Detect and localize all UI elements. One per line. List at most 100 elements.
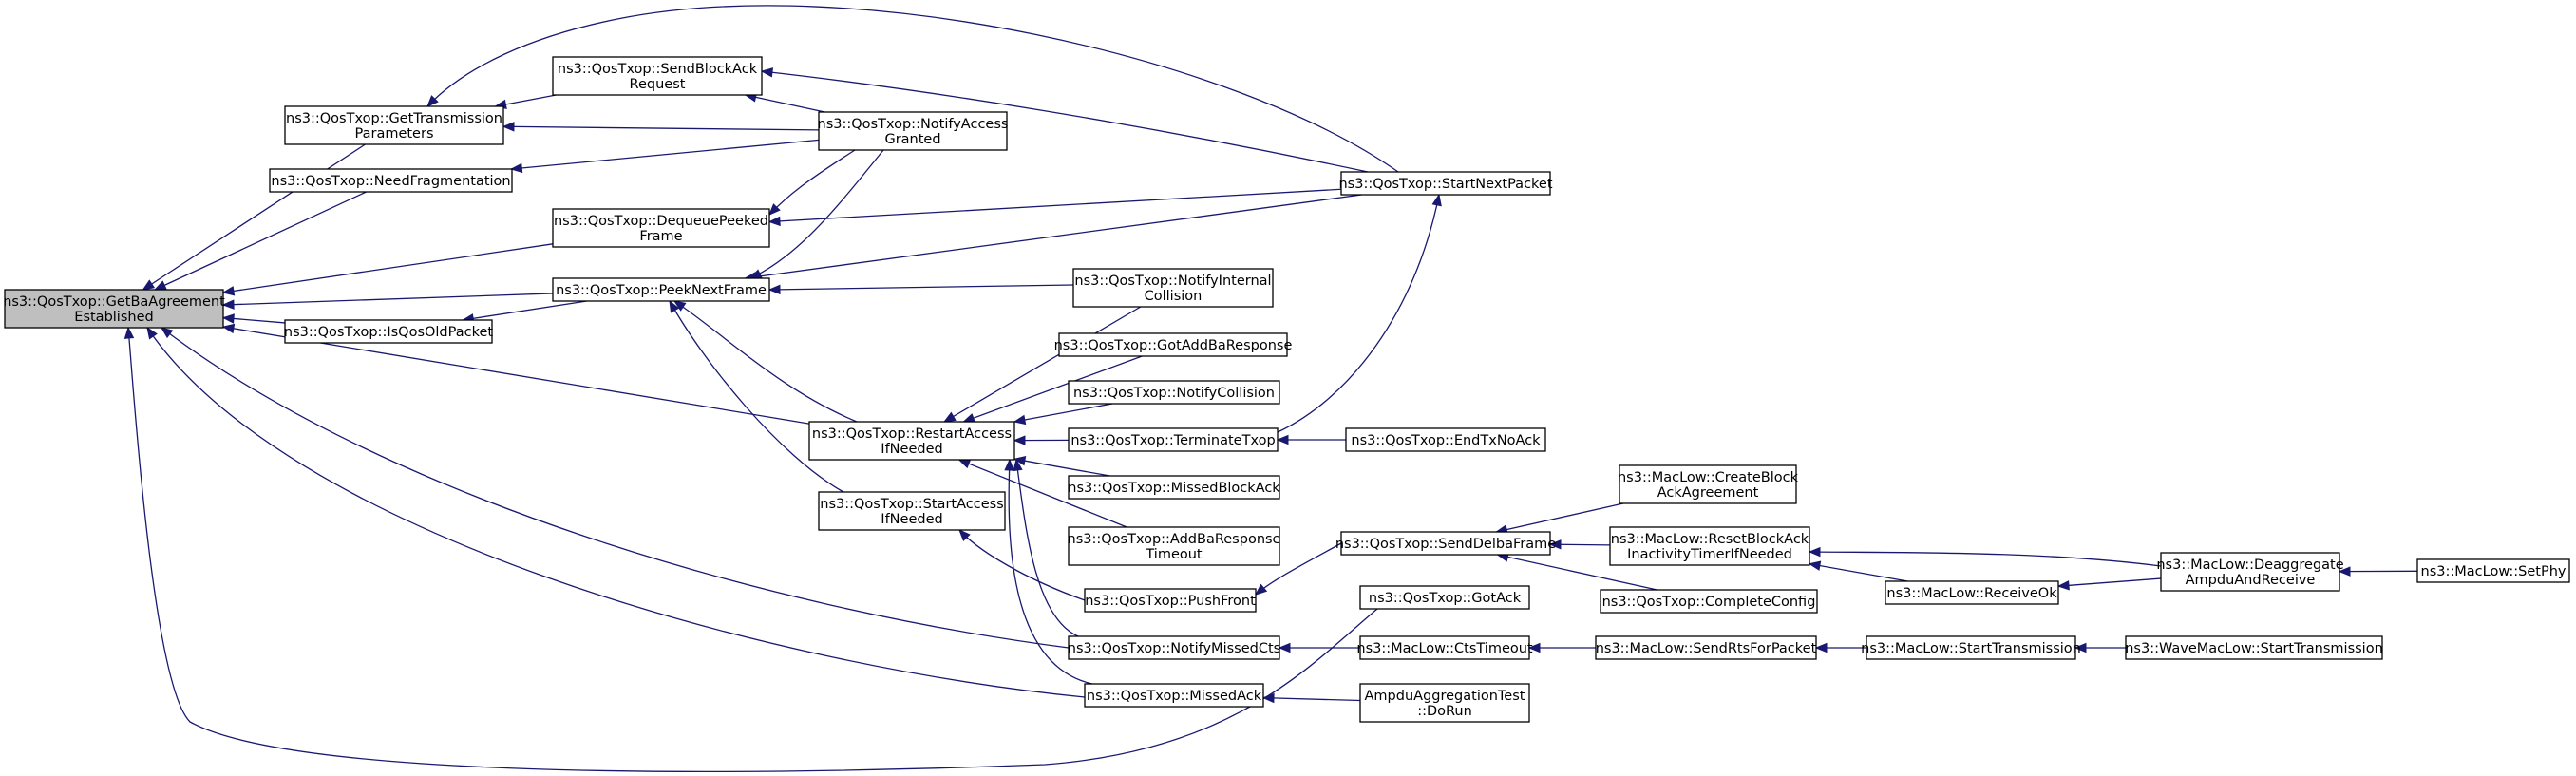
node-box [1609,526,1810,566]
node-label: ns3::QosTxop::PeekNextFrame [556,283,767,298]
edge-n7-to-n6 [744,92,825,113]
graph-node-n29[interactable]: ns3::MacLow::SendRtsForPacket [1595,635,1817,660]
edge-line [768,149,856,216]
node-box [1595,635,1817,660]
graph-node-n32[interactable]: ns3::MacLow::SetPhy [2416,558,2570,583]
arrowhead [760,67,774,78]
edge-line [958,459,1127,528]
node-label: ns3::MacLow::SetPhy [2421,564,2567,579]
edge-n26-to-n21 [1548,539,1611,550]
node-box [269,168,513,193]
arrowhead [1814,642,1828,653]
node-label: ns3::QosTxop::GotAck [1369,591,1522,606]
arrowhead [221,323,236,334]
node-label: Established [74,310,153,325]
graph-node-n4[interactable]: ns3::QosTxop::PeekNextFrame [552,277,770,302]
graph-node-n13[interactable]: ns3::QosTxop::NotifyCollision [1068,380,1280,405]
node-label: ns3::QosTxop::IsQosOldPacket [284,325,493,340]
graph-node-n28[interactable]: ns3::MacLow::ReceiveOk [1885,580,2059,605]
edge-n15-to-n9 [1013,456,1110,477]
edge-n11-to-n4 [767,284,1074,295]
graph-node-n14[interactable]: ns3::QosTxop::TerminateTxop [1068,427,1279,452]
graph-node-n5[interactable]: ns3::QosTxop::IsQosOldPacket [284,319,493,344]
graph-node-n12[interactable]: ns3::QosTxop::GotAddBaResponse [1054,332,1293,357]
node-label: ns3::QosTxop::TerminateTxop [1070,433,1275,448]
edge-n32-to-n30 [2338,566,2418,577]
edge-n21-to-n17 [1254,542,1342,596]
graph-node-n2[interactable]: ns3::QosTxop::NeedFragmentation [269,168,513,193]
node-layer: ns3::QosTxop::GetBaAgreementEstablishedn… [3,56,2570,723]
arrowhead [146,326,158,340]
edge-n8-to-n3 [767,188,1342,227]
node-box [2125,635,2383,660]
graph-node-n26[interactable]: ns3::MacLow::ResetBlockAckInactivityTime… [1609,526,1810,566]
node-label: ns3::MacLow::CtsTimeout [1356,641,1533,656]
edge-n18-to-n9 [1013,458,1079,637]
node-label: AckAgreement [1657,485,1759,501]
edge-n7-to-n1 [502,122,820,132]
node-label: AmpduAndReceive [2186,573,2316,588]
edge-n14-to-n8 [1277,193,1442,433]
node-label: ns3::QosTxop::MissedAck [1087,689,1262,704]
arrowhead [962,413,976,423]
node-label: ns3::QosTxop::DequeuePeeked [554,214,768,229]
node-box [1885,580,2059,605]
graph-node-n27[interactable]: ns3::QosTxop::CompleteConfig [1600,589,1818,614]
node-label: ns3::QosTxop::StartAccess [820,497,1003,512]
node-label: ns3::MacLow::SendRtsForPacket [1596,641,1817,656]
graph-node-n22[interactable]: ns3::QosTxop::GotAck [1359,585,1530,610]
edge-line [1809,563,1908,582]
graph-node-n33[interactable]: ns3::WaveMacLow::StartTransmission [2125,635,2383,660]
edge-line [958,529,1086,601]
edge-line [1013,458,1110,477]
arrowhead [2338,566,2351,577]
node-label: ns3::QosTxop::GetBaAgreement [3,294,225,310]
node-label: Parameters [355,126,434,142]
edge-line [127,327,1378,772]
node-box [1072,268,1274,308]
graph-node-n15[interactable]: ns3::QosTxop::MissedBlockAck [1068,475,1280,500]
arrowhead [1278,642,1291,653]
graph-node-n18[interactable]: ns3::QosTxop::NotifyMissedCts [1068,635,1280,660]
graph-node-n24[interactable]: AmpduAggregationTest::DoRun [1359,683,1530,723]
edge-line [222,243,554,293]
edge-n30-to-n26 [1808,546,2162,567]
graph-node-n21[interactable]: ns3::QosTxop::SendDelbaFrame [1335,531,1556,556]
graph-node-n17[interactable]: ns3::QosTxop::PushFront [1084,588,1257,613]
graph-node-n31[interactable]: ns3::MacLow::StartTransmission [1861,635,2081,660]
node-box [818,491,1006,531]
graph-node-n19[interactable]: ns3::QosTxop::MissedAck [1084,683,1264,708]
node-box [1068,526,1280,566]
edge-n9-to-n4 [672,300,858,423]
edge-line [222,293,554,306]
edge-n28-to-n26 [1808,560,1908,582]
node-box [552,277,770,302]
graph-node-n23[interactable]: ns3::MacLow::CtsTimeout [1356,635,1533,660]
arrowhead [142,279,156,291]
edge-n19-to-n0 [146,326,1086,698]
edge-line [673,300,858,423]
node-box [2160,552,2340,592]
graph-node-n8[interactable]: ns3::QosTxop::StartNextPacket [1338,171,1553,196]
node-box [552,208,770,248]
node-label: ns3::QosTxop::SendDelbaFrame [1335,537,1556,552]
arrowhead [1431,193,1442,207]
node-box [1068,427,1279,452]
node-box [1084,588,1257,613]
edge-line [1497,554,1657,591]
node-box [1340,531,1551,556]
arrowhead [1808,560,1822,571]
graph-node-n20[interactable]: ns3::QosTxop::EndTxNoAck [1345,427,1546,452]
edge-line [1013,403,1113,423]
